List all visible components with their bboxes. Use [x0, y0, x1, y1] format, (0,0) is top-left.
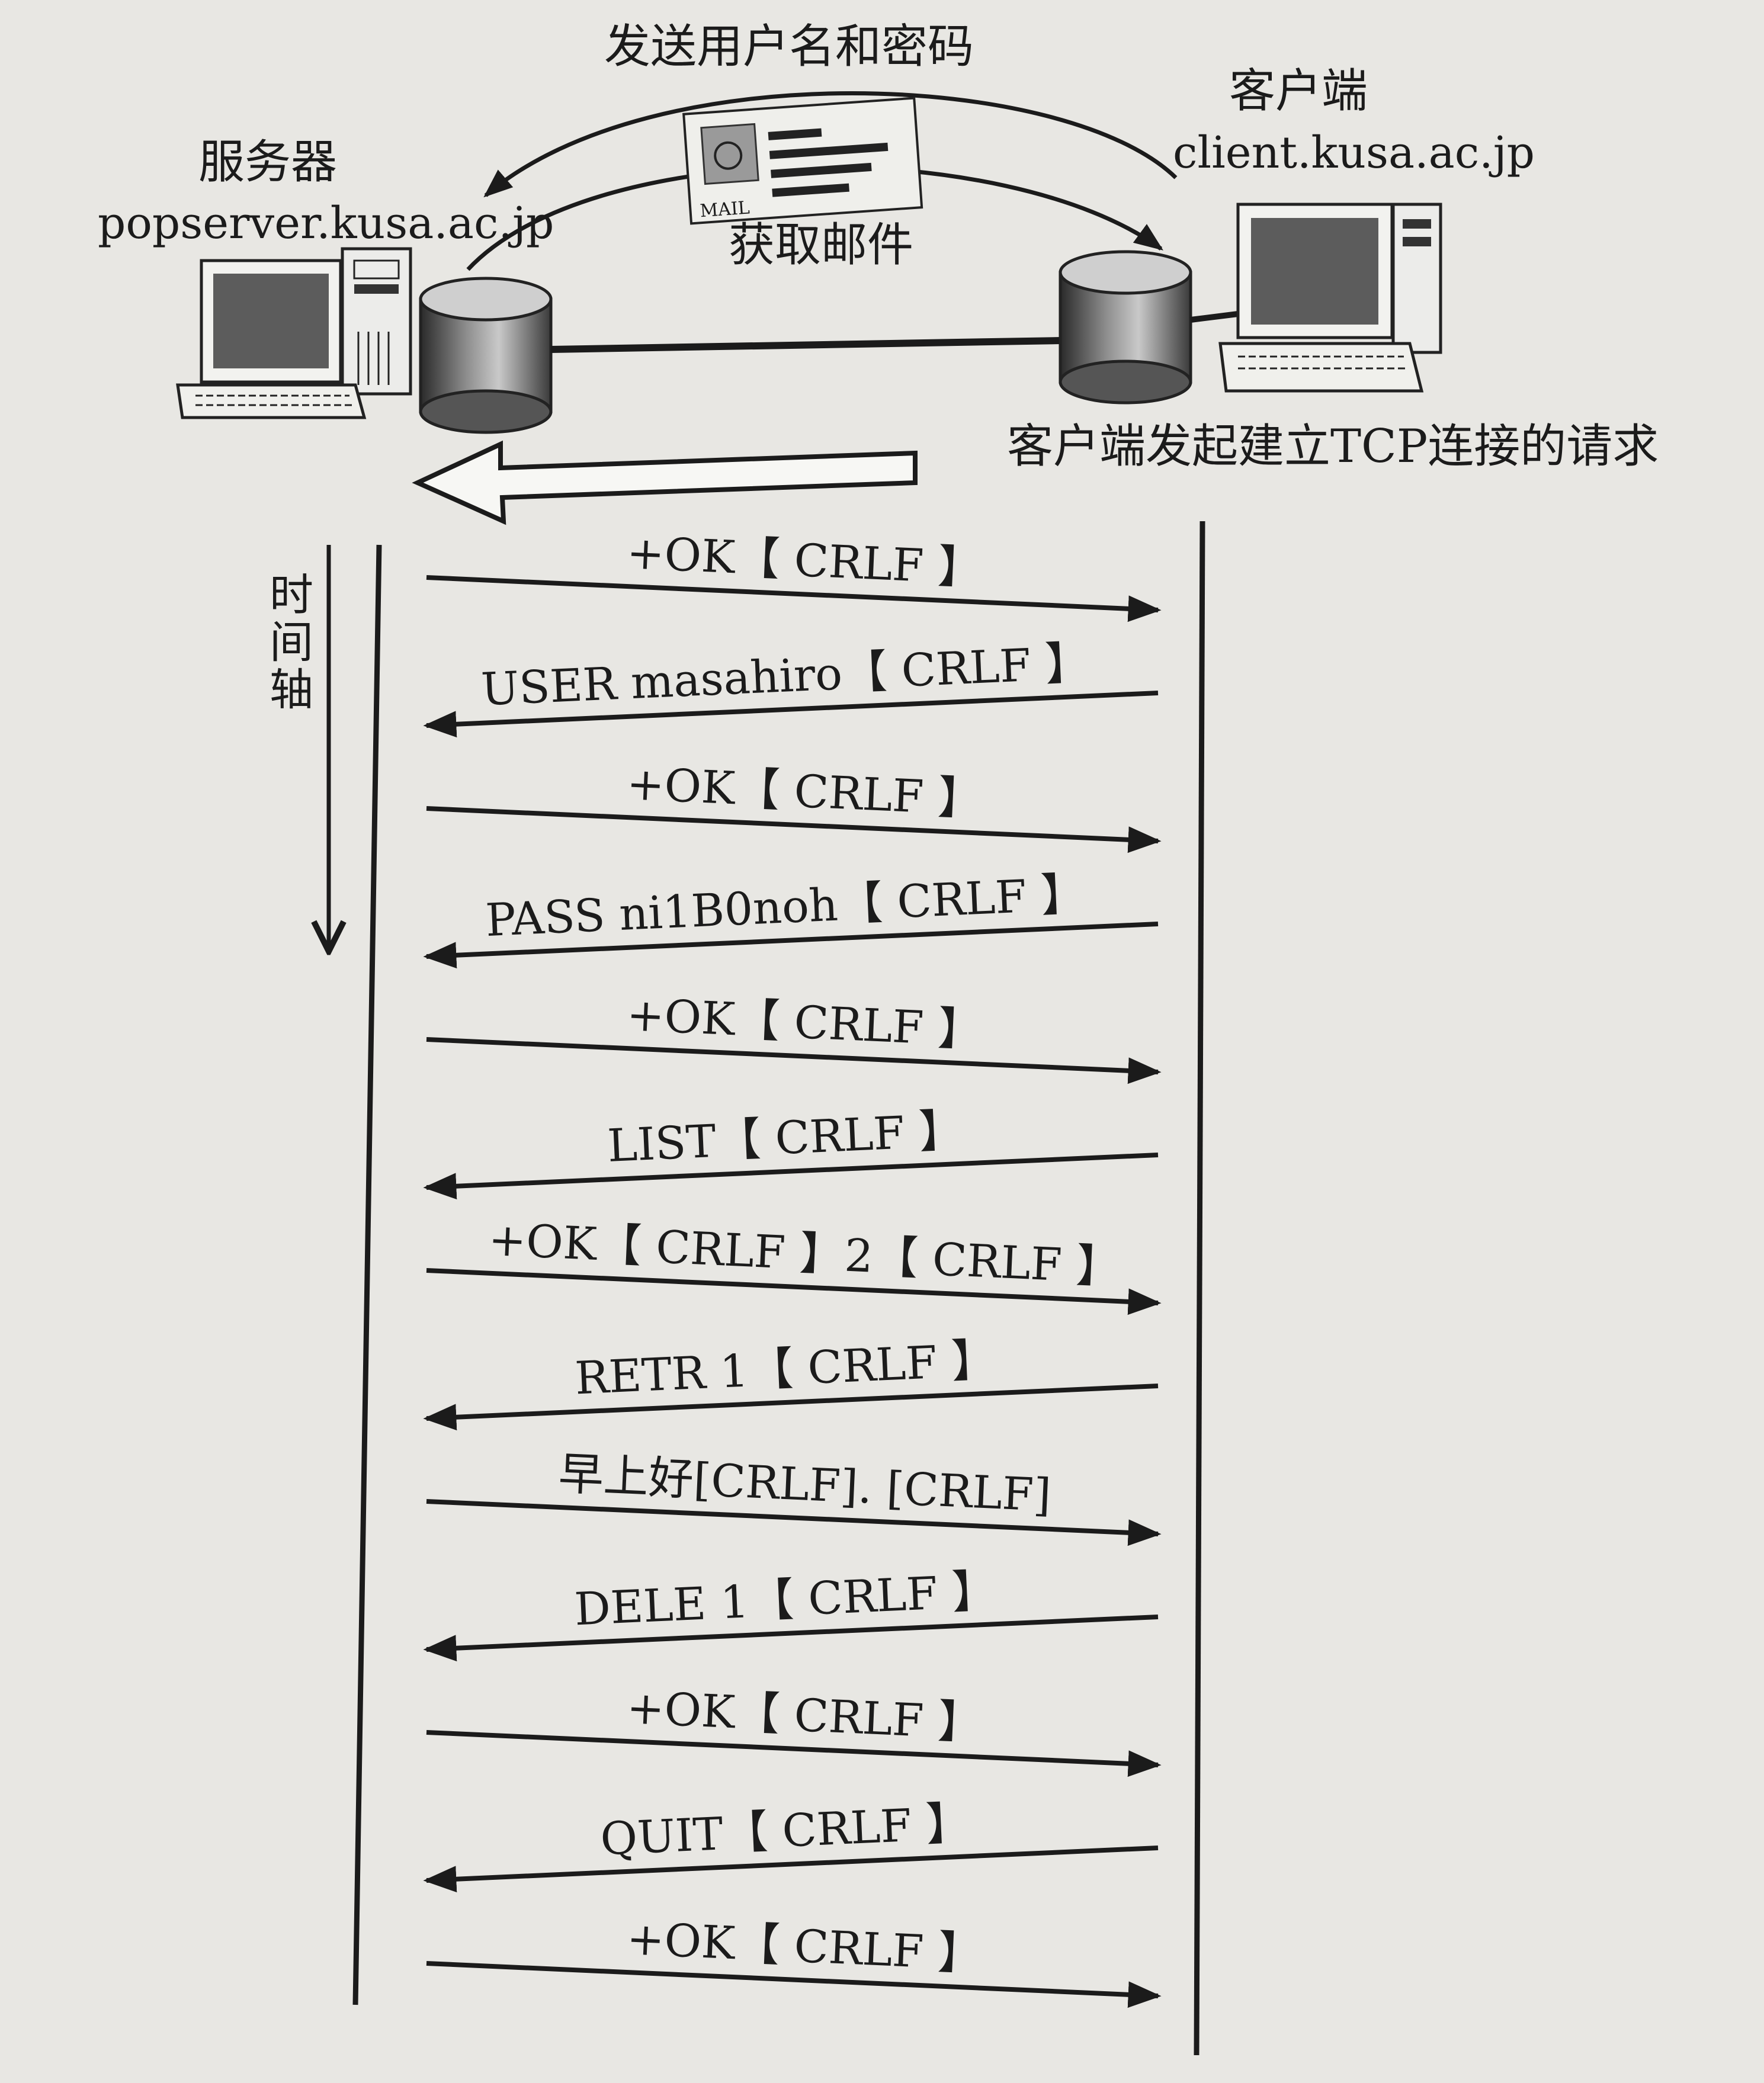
client-mailbox-cylinder-icon: [1059, 250, 1192, 405]
server-title: 服务器: [198, 136, 337, 189]
message-label: +OK【 CRLF 】: [626, 1912, 984, 1981]
time-axis-char: 时: [270, 570, 313, 621]
client-host: client.kusa.ac.jp: [1173, 127, 1535, 178]
message-label: +OK【 CRLF 】2【 CRLF 】: [487, 1213, 1122, 1294]
time-axis-label: 时 间 轴: [270, 570, 313, 715]
message-arrow: [423, 1153, 1159, 1200]
network-cable: [550, 337, 1061, 353]
message-arrow: [426, 1961, 1162, 2008]
time-axis-char: 轴: [270, 665, 313, 715]
message-arrow: [423, 1384, 1159, 1431]
server-computer-icon: [176, 247, 412, 419]
fetch-mail-label: 获取邮件: [729, 219, 913, 272]
message-label: LIST【 CRLF 】: [607, 1103, 966, 1172]
server-lifeline: [352, 544, 382, 2005]
send-credentials-label: 发送用户名和密码: [604, 20, 974, 73]
message-arrow: [423, 1615, 1159, 1662]
message-arrow: [423, 1846, 1159, 1893]
message-arrow: [426, 1730, 1162, 1777]
server-host: popserver.kusa.ac.jp: [98, 198, 554, 249]
message-arrow: [426, 806, 1162, 853]
mail-stamp-text: MAIL: [699, 197, 750, 222]
client-lifeline: [1194, 521, 1205, 2056]
message-label: QUIT【 CRLF 】: [599, 1796, 972, 1866]
message-label: +OK【 CRLF 】: [626, 1681, 984, 1750]
message-label: PASS ni1B0noh【 CRLF 】: [485, 867, 1087, 946]
client-computer-icon: [1218, 203, 1442, 393]
message-arrow: [426, 575, 1162, 622]
message-label: +OK【 CRLF 】: [626, 988, 984, 1057]
message-arrow: [426, 1037, 1162, 1084]
message-label: USER masahiro【 CRLF 】: [480, 636, 1091, 716]
message-arrow: [426, 1268, 1162, 1315]
server-mailbox-cylinder-icon: [419, 277, 553, 434]
message-arrow: [423, 922, 1159, 969]
client-title: 客户端: [1229, 65, 1368, 118]
message-list: +OK【 CRLF 】 USER masahiro【 CRLF 】 +OK【 CRL…: [423, 526, 1162, 2008]
message-arrow: [426, 1499, 1162, 1546]
message-arrow: [423, 691, 1159, 738]
client-cable: [1190, 311, 1239, 323]
tcp-request-arrow: [412, 440, 918, 525]
tcp-request-label: 客户端发起建立TCP连接的请求: [1007, 420, 1659, 473]
message-label: +OK【 CRLF 】: [626, 757, 984, 826]
message-label: +OK【 CRLF 】: [626, 526, 984, 595]
send-credentials-arrow: [483, 91, 1178, 198]
time-axis-char: 间: [270, 617, 313, 668]
mail-envelope-icon: MAIL: [682, 97, 923, 225]
